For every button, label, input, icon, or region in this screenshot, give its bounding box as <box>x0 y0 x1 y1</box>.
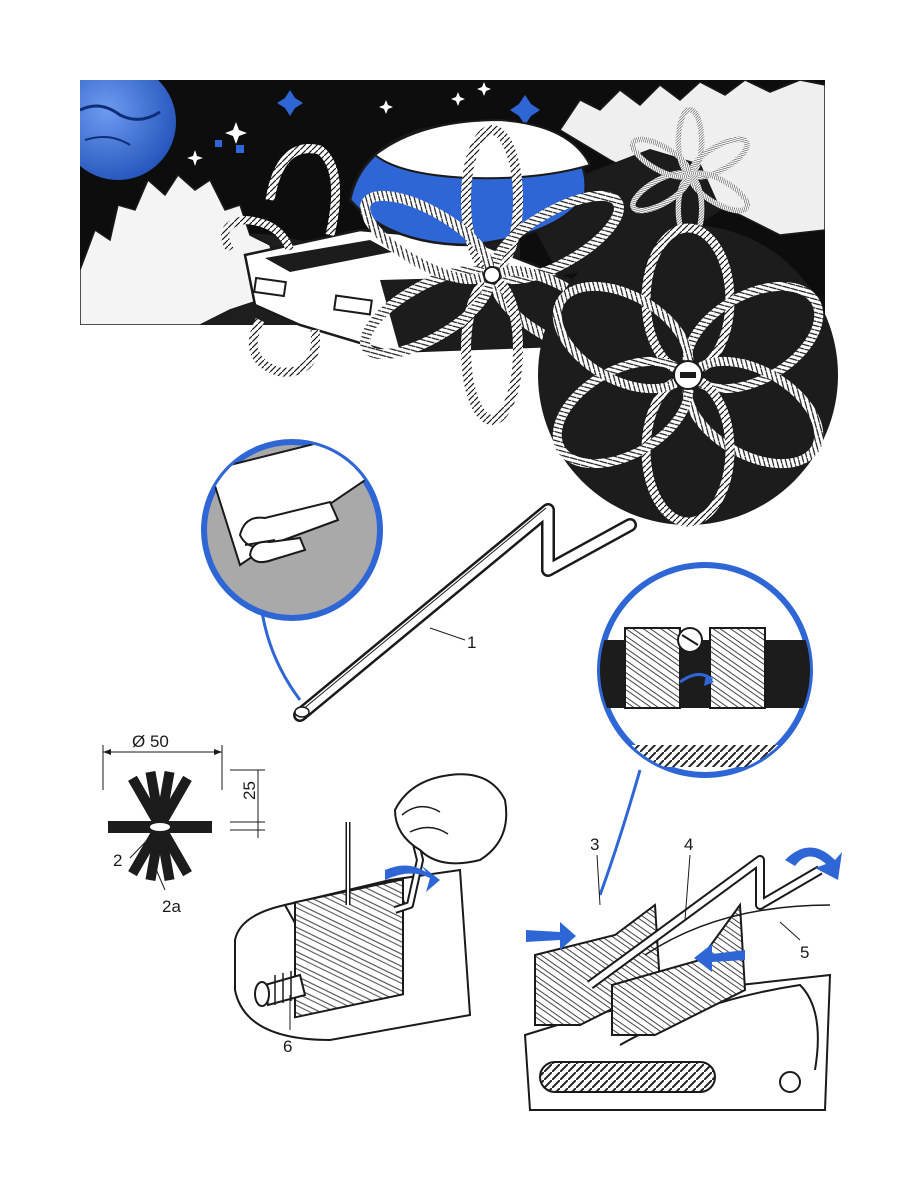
dimension-diameter: Ø 50 <box>132 732 169 751</box>
wire-5 <box>644 904 831 956</box>
bench-vise-assembly: 3 4 5 <box>523 835 842 1111</box>
template-star <box>108 770 212 882</box>
hand <box>393 773 508 865</box>
callout-part-3: 3 <box>590 835 599 854</box>
vise-lead-screw <box>539 1061 716 1093</box>
zoom-vise-detail <box>597 562 813 896</box>
rover-stripe <box>265 240 392 272</box>
zoom-leader-line <box>260 611 302 701</box>
zoom-rod-profile <box>201 439 383 701</box>
rotate-arrow-icon <box>785 847 842 880</box>
dimension-offset: 25 <box>240 781 259 800</box>
planet-icon <box>80 80 176 180</box>
rover-cockpit-top <box>373 118 592 180</box>
callout-part-2a: 2a <box>162 897 181 916</box>
bent-rod-part-1: 1 <box>293 503 637 722</box>
rover-headlight-right <box>333 294 373 316</box>
blue-star-icon <box>215 90 540 153</box>
push-arrow-icon <box>526 922 576 950</box>
callout-part-4: 4 <box>684 835 693 854</box>
callout-part-2: 2 <box>113 851 122 870</box>
zoom-vise-leader <box>598 769 642 896</box>
rope-loop-left <box>248 317 321 377</box>
rosette-wheel <box>538 223 838 527</box>
vise-crank-assembly: 6 <box>234 773 508 1056</box>
rover-headlight-left <box>253 276 287 298</box>
callout-part-1: 1 <box>467 633 476 652</box>
rope-flower-small <box>630 107 750 243</box>
moon-rocks-left <box>80 173 281 325</box>
push-arrow-icon <box>385 865 440 892</box>
callout-part-5: 5 <box>800 943 809 962</box>
rope-loop-top <box>265 144 341 237</box>
rope-loop-wheel <box>221 215 294 253</box>
push-arrow-icon <box>694 944 745 972</box>
callout-part-6: 6 <box>283 1037 292 1056</box>
template-drawing: Ø 50 25 2 2a <box>102 732 265 916</box>
